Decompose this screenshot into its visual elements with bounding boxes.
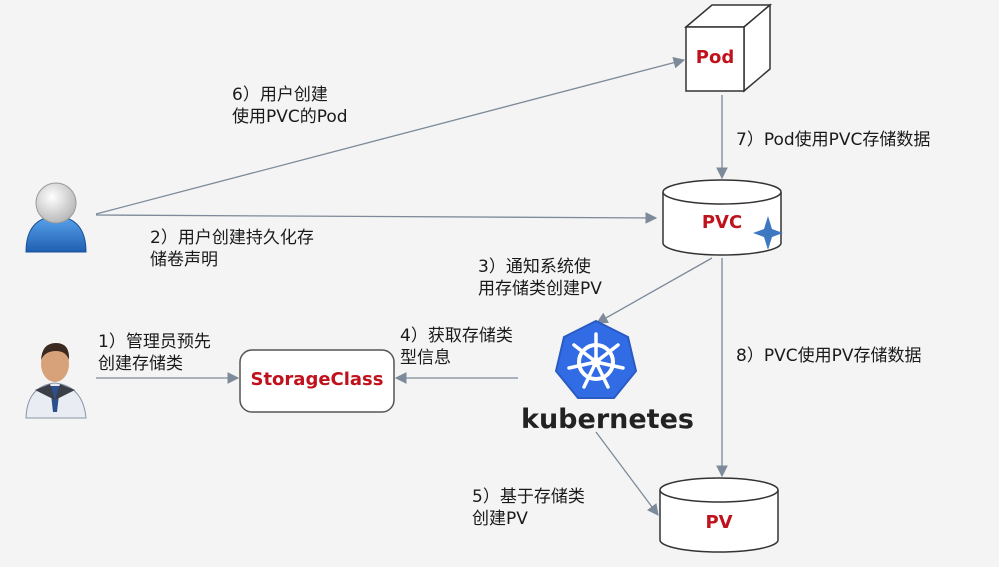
- user-icon: [25, 182, 87, 253]
- step-3-label: 3）通知系统使 用存储类创建PV: [478, 257, 602, 299]
- pvc-label: PVC: [701, 212, 743, 233]
- pod-cube-icon: [683, 3, 773, 93]
- step-1-label: 1）管理员预先 创建存储类: [98, 332, 211, 374]
- arrow-user-to-pvc: [95, 212, 658, 224]
- sparkle-icon: [753, 216, 783, 250]
- step-2-label: 2）用户创建持久化存 储卷声明: [150, 228, 314, 270]
- arrow-pvc-to-k8s: [595, 257, 713, 324]
- step-8-label: 8）PVC使用PV存储数据: [736, 346, 922, 366]
- kubernetes-logo-text: kubernetes: [521, 404, 694, 435]
- step-6-label: 6）用户创建 使用PVC的Pod: [232, 85, 348, 127]
- storageclass-label: StorageClass: [250, 369, 384, 390]
- pod-label: Pod: [695, 47, 735, 68]
- arrow-user-to-pod: [95, 57, 686, 215]
- step-7-label: 7）Pod使用PVC存储数据: [736, 130, 931, 150]
- pv-label: PV: [705, 512, 733, 533]
- storageclass-box: [239, 349, 395, 413]
- pvc-cylinder-icon: [662, 179, 783, 256]
- pv-cylinder-icon: [659, 477, 779, 553]
- admin-icon: [25, 343, 87, 419]
- arrow-k8s-to-pv: [595, 431, 659, 516]
- step-5-label: 5）基于存储类 创建PV: [472, 487, 585, 529]
- step-4-label: 4）获取存储类 型信息: [400, 326, 513, 368]
- kubernetes-helm-icon: [554, 319, 638, 399]
